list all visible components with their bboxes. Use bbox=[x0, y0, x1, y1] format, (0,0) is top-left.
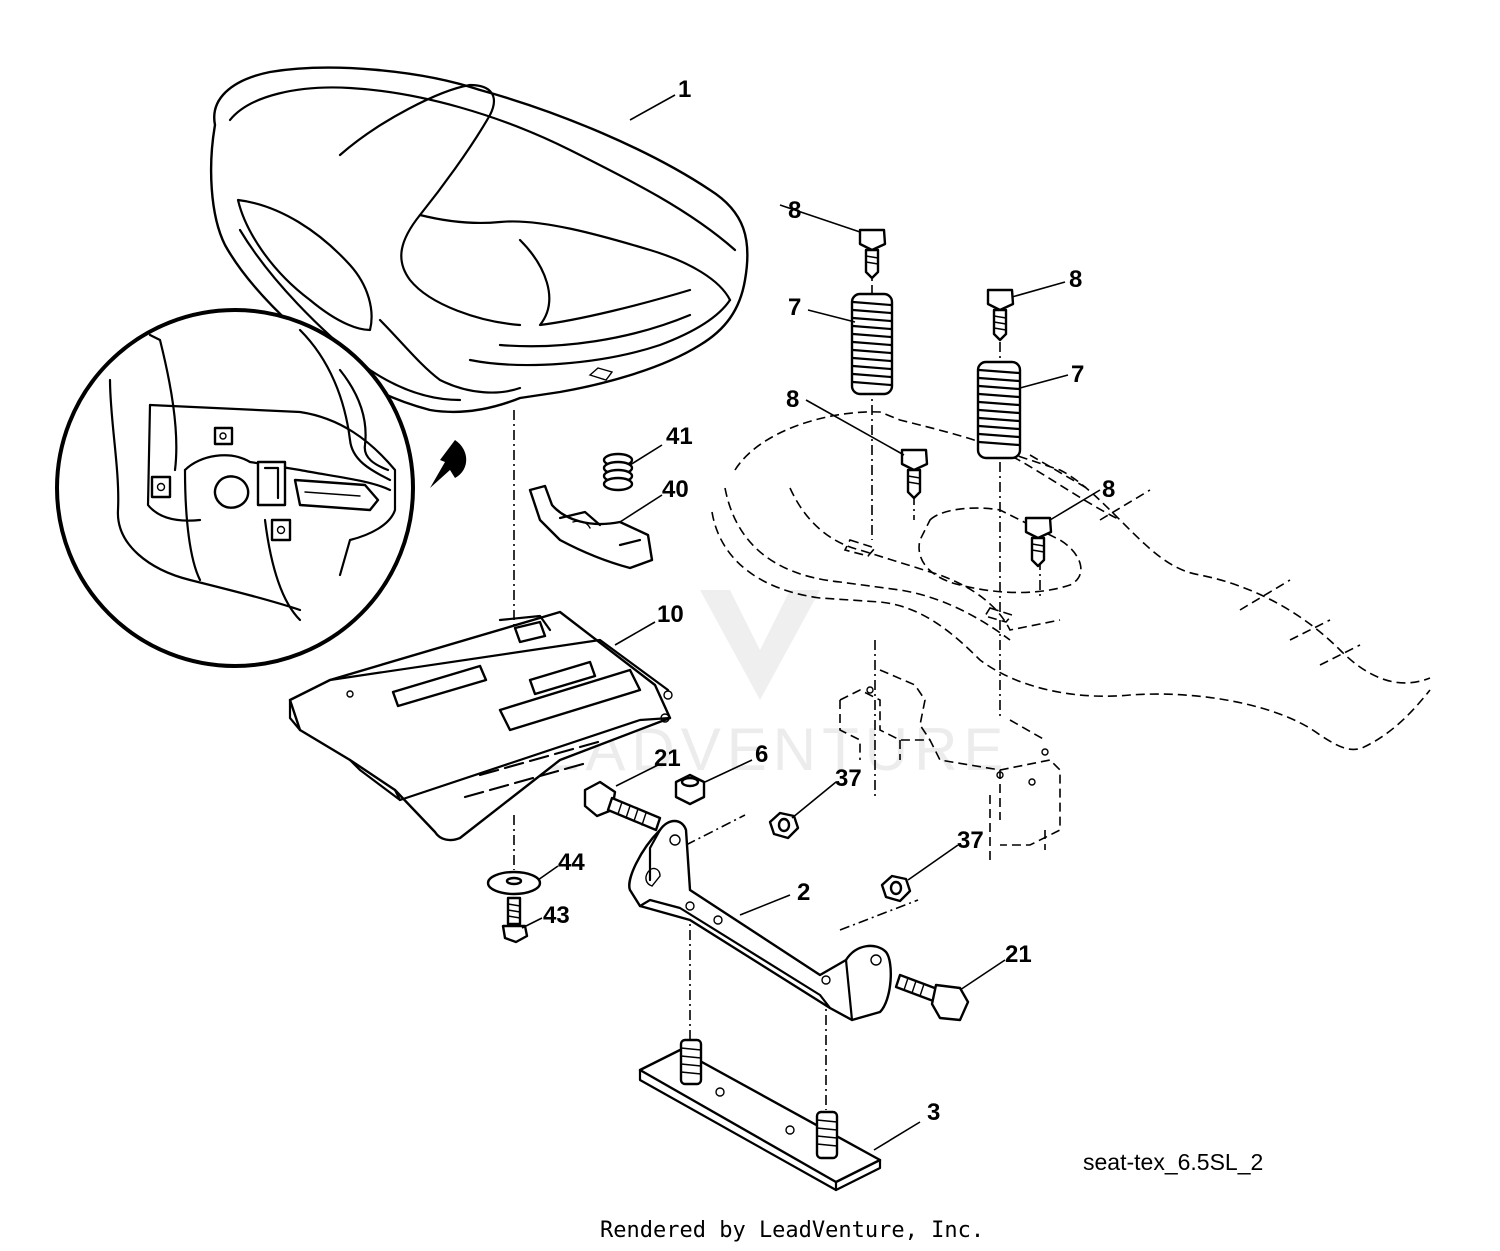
callout-21-right: 21 bbox=[1005, 941, 1032, 968]
leader-lines bbox=[521, 94, 1101, 1151]
seat bbox=[209, 66, 749, 414]
callout-1: 1 bbox=[678, 76, 691, 103]
part-21-bolt-left bbox=[583, 780, 662, 832]
callout-21-left: 21 bbox=[654, 745, 681, 772]
part-2-bracket bbox=[628, 819, 892, 1022]
part-37-nut-a bbox=[768, 811, 800, 840]
part-8-bolt-a bbox=[858, 228, 887, 280]
part-8-bolt-d bbox=[1024, 516, 1053, 568]
callout-10: 10 bbox=[657, 601, 684, 628]
callout-8-c: 8 bbox=[786, 386, 799, 413]
callout-3: 3 bbox=[927, 1099, 940, 1126]
part-37-nut-b bbox=[880, 874, 912, 903]
part-21-bolt-right bbox=[894, 973, 970, 1022]
part-41-spring bbox=[602, 452, 634, 492]
part-40-clip bbox=[528, 484, 654, 570]
render-credit: Rendered by LeadVenture, Inc. bbox=[600, 1218, 984, 1243]
callout-37-b: 37 bbox=[957, 827, 984, 854]
callout-8-a: 8 bbox=[788, 197, 801, 224]
part-8-bolt-c bbox=[900, 448, 929, 500]
part-7-spring-right bbox=[976, 360, 1022, 460]
callout-40: 40 bbox=[662, 476, 689, 503]
callout-41: 41 bbox=[666, 423, 693, 450]
callout-7-left: 7 bbox=[788, 294, 801, 321]
callout-8-d: 8 bbox=[1102, 476, 1115, 503]
callout-43: 43 bbox=[543, 902, 570, 929]
callouts: 1 2 3 6 7 7 8 8 8 8 10 21 21 37 37 40 41… bbox=[543, 76, 1115, 1126]
frame-phantom bbox=[711, 411, 1431, 860]
part-44-washer bbox=[486, 870, 542, 896]
part-3-plate bbox=[638, 1038, 882, 1192]
callout-6: 6 bbox=[755, 741, 768, 768]
detail-view bbox=[55, 308, 467, 668]
reference-code: seat-tex_6.5SL_2 bbox=[1083, 1149, 1263, 1175]
part-10-seat-pan bbox=[288, 610, 673, 842]
callout-44: 44 bbox=[558, 849, 585, 876]
callout-8-b: 8 bbox=[1069, 266, 1082, 293]
part-7-spring-left bbox=[850, 292, 894, 396]
callout-37-a: 37 bbox=[835, 765, 862, 792]
callout-2: 2 bbox=[797, 879, 810, 906]
adjustment-holes bbox=[463, 740, 600, 799]
part-6-nut bbox=[674, 773, 706, 806]
part-8-bolt-b bbox=[986, 288, 1015, 342]
callout-7-right: 7 bbox=[1071, 361, 1084, 388]
part-43-bolt bbox=[501, 896, 529, 944]
